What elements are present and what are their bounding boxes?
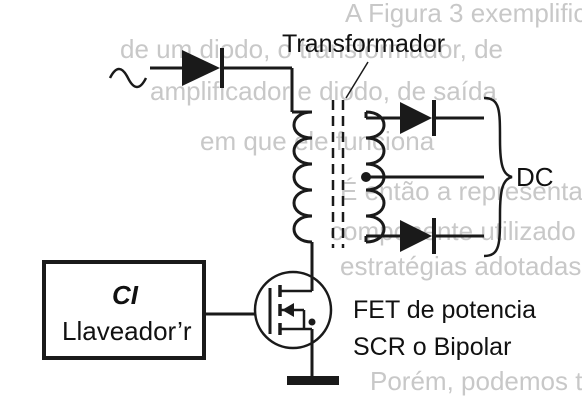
power-device-label-line2: SCR o Bipolar — [353, 333, 512, 361]
ground-bar — [287, 376, 339, 385]
control-ic-title: CI — [112, 280, 138, 310]
dc-output-label: DC — [516, 162, 554, 192]
svg-text:Porém, podemos ter: Porém, podemos ter — [370, 366, 582, 396]
svg-text:A Figura 3 exemplifica como fu: A Figura 3 exemplifica como func — [345, 0, 582, 28]
svg-text:em que ele funciona: em que ele funciona — [200, 126, 435, 156]
control-ic-box — [42, 260, 206, 360]
transformer-label: Transformador — [282, 30, 446, 58]
control-ic-subtitle: Llaveador’r — [62, 316, 192, 346]
transformer-label-leader — [345, 61, 369, 99]
dc-output-brace-icon — [483, 96, 513, 258]
svg-text:estratégias adotadas em funçõe: estratégias adotadas em funções — [340, 251, 582, 281]
background-scan-text: A Figura 3 exemplifica como func de um d… — [120, 0, 582, 396]
power-fet-icon — [253, 270, 333, 378]
svg-text:É então a representação que se: É então a representação que se — [340, 176, 582, 206]
power-device-label-line1: FET de potencia — [353, 296, 536, 324]
ac-source-icon — [108, 67, 148, 89]
svg-text:amplificador e diodo, de saída: amplificador e diodo, de saída — [150, 76, 497, 106]
primary-winding-icon — [292, 110, 313, 244]
